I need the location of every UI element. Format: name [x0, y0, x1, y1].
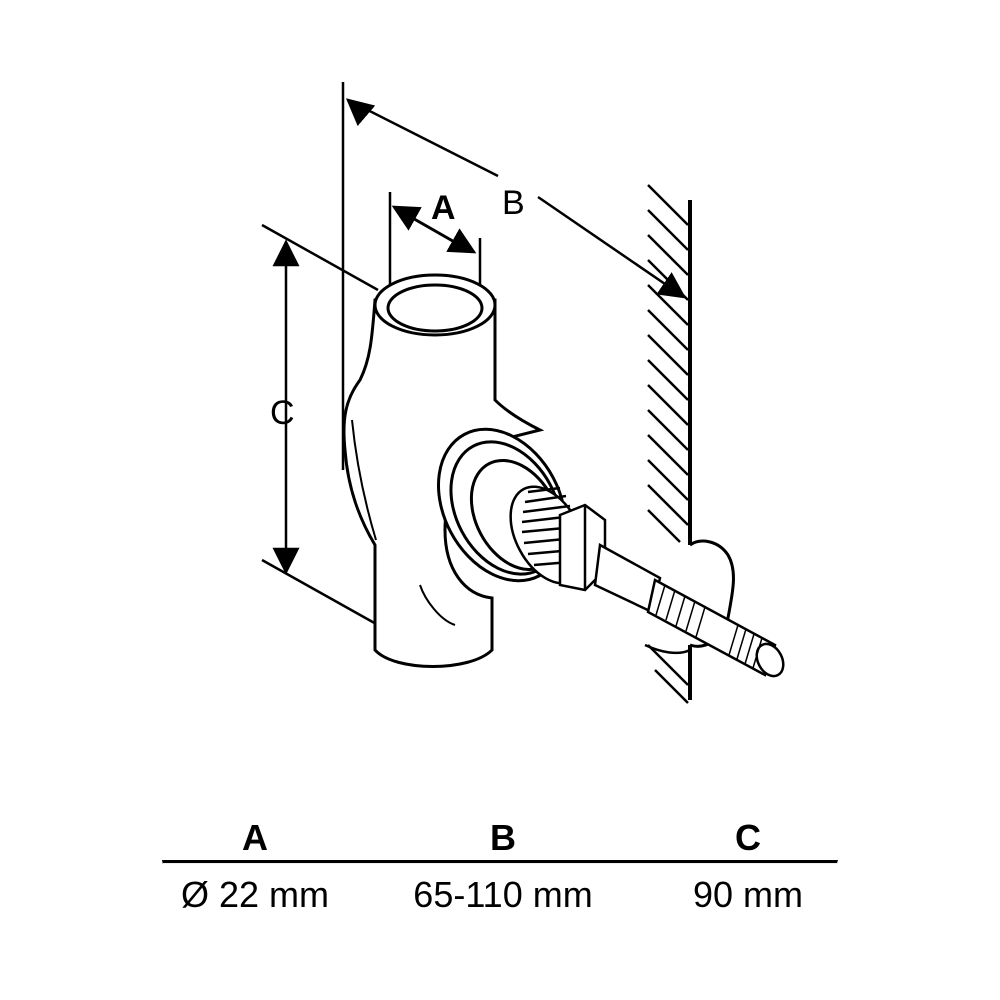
wall-hatching — [647, 184, 689, 704]
dimension-b — [341, 82, 687, 470]
dimension-table-values: Ø 22 mm 65-110 mm 90 mm — [162, 864, 838, 922]
value-a: Ø 22 mm — [180, 874, 330, 915]
valve-dimension-drawing: B A C — [261, 82, 785, 704]
dimension-table-header: A B C — [162, 810, 838, 860]
valve-spindle — [593, 543, 785, 678]
dimension-b-label: B — [502, 184, 525, 222]
header-b: B — [490, 817, 516, 858]
dimension-table: A B C Ø 22 mm 65-110 mm 90 mm — [162, 810, 838, 922]
table-divider — [162, 860, 838, 864]
dimension-a-label: A — [431, 189, 456, 227]
value-c: 90 mm — [692, 874, 804, 915]
header-c: C — [735, 817, 761, 858]
value-b: 65-110 mm — [413, 874, 593, 915]
valve-hex-nut — [558, 503, 607, 592]
dimension-c-label: C — [270, 394, 295, 432]
dimension-a — [388, 192, 482, 292]
wall — [644, 184, 735, 704]
dimension-c — [261, 223, 379, 627]
header-a: A — [242, 817, 268, 858]
